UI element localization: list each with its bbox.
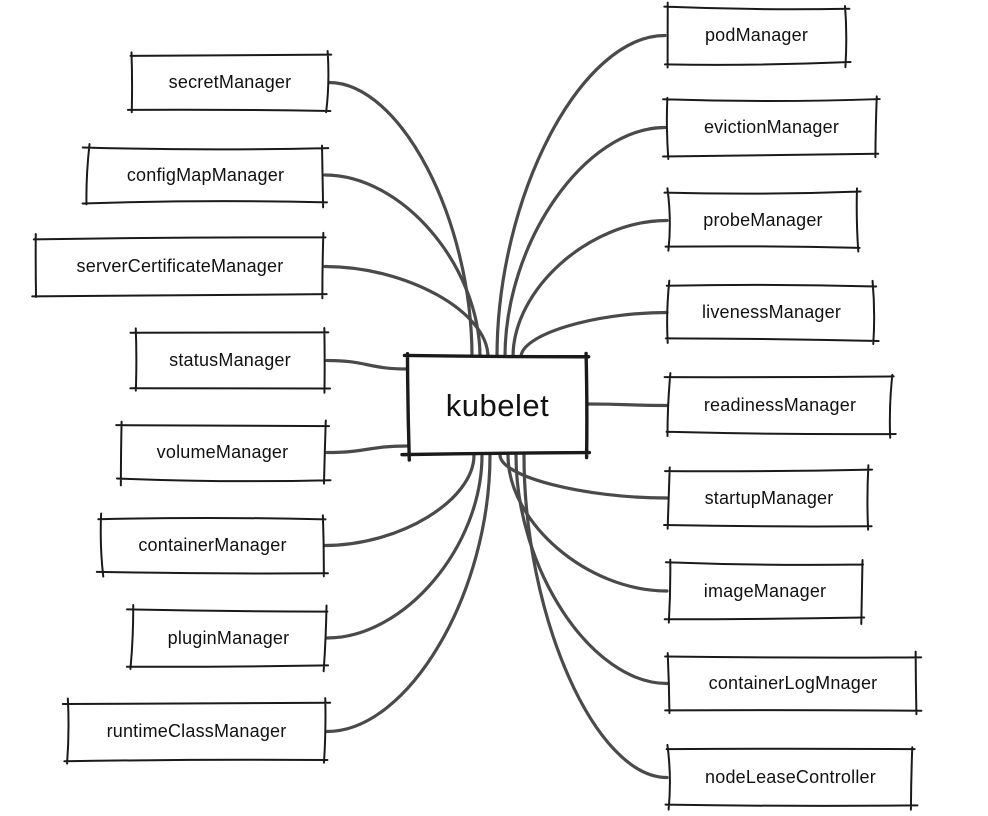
connector-line (519, 310, 669, 359)
node-label-text: runtimeClassManager (106, 721, 287, 741)
connector-line (323, 173, 482, 359)
connector-line (325, 453, 484, 640)
node-eviction-manager[interactable]: evictionManager (667, 100, 876, 155)
connector-line (327, 80, 474, 359)
node-box-fill (88, 148, 323, 202)
node-startup-manager[interactable]: startupManager (669, 470, 869, 526)
node-label-text: evictionManager (703, 117, 840, 137)
connector-line (503, 125, 667, 359)
connector-line (587, 402, 669, 408)
node-box-fill (68, 703, 325, 760)
node-plugin-manager[interactable]: pluginManager (132, 610, 325, 666)
node-box-fill (409, 357, 586, 454)
node-image-manager[interactable]: imageManager (669, 563, 861, 619)
node-box-outline (61, 697, 332, 765)
node-box-outline (662, 95, 881, 161)
node-volume-manager[interactable]: volumeManager (120, 425, 325, 480)
node-label-text: podManager (704, 25, 809, 45)
node-box-fill (669, 750, 912, 805)
node-config-map-manager[interactable]: configMapManager (88, 148, 323, 202)
node-probe-manager[interactable]: probeManager (669, 193, 857, 248)
node-box-outline (664, 743, 919, 811)
node-box-fill (135, 333, 325, 388)
node-box-outline (95, 512, 329, 578)
node-box-outline (663, 372, 897, 439)
connector-line (506, 453, 669, 593)
node-label-text: nodeLeaseController (705, 767, 876, 787)
node-box-outline (125, 604, 330, 673)
node-box-outline (663, 558, 866, 625)
node-label-text: startupManager (704, 487, 834, 508)
node-box-fill (667, 100, 876, 155)
node-box-outline (126, 49, 333, 114)
node-box-fill (667, 8, 846, 63)
node-kubelet[interactable]: kubelet (409, 357, 586, 454)
node-box-fill (120, 425, 325, 480)
node-box-fill (132, 610, 325, 666)
connector-line (325, 453, 492, 734)
node-box-outline (664, 279, 880, 346)
node-box-outline (129, 326, 331, 394)
node-box-fill (669, 656, 917, 711)
node-label-text: volumeManager (156, 442, 289, 462)
connector-line (498, 453, 669, 500)
connector-line (522, 453, 669, 780)
node-status-manager[interactable]: statusManager (135, 333, 325, 388)
node-server-certificate-manager[interactable]: serverCertificateManager (37, 238, 323, 295)
connector-line (511, 218, 669, 359)
node-box-outline (663, 1, 852, 69)
node-box-fill (669, 285, 874, 340)
node-box-outline (663, 187, 862, 253)
node-box-fill (37, 238, 323, 295)
node-box-outline (81, 143, 330, 209)
connector-line (323, 264, 490, 359)
node-label-text: probeManager (703, 210, 823, 230)
node-box-fill (102, 518, 323, 573)
node-label-text: livenessManager (701, 302, 842, 322)
node-box-fill (669, 193, 857, 248)
node-runtime-class-manager[interactable]: runtimeClassManager (68, 703, 325, 760)
node-box-fill (669, 378, 891, 433)
node-label-text: containerManager (138, 535, 287, 555)
node-pod-manager[interactable]: podManager (667, 8, 846, 63)
node-label-text: serverCertificateManager (76, 256, 284, 276)
node-label-text: pluginManager (167, 627, 290, 648)
node-label-text: imageManager (703, 580, 827, 601)
node-label-text: containerLogMnager (708, 673, 878, 693)
node-container-manager[interactable]: containerManager (102, 518, 323, 573)
node-box-fill (133, 55, 327, 110)
node-label-text: configMapManager (126, 164, 285, 185)
connector-line (325, 358, 410, 371)
node-box-fill (669, 470, 869, 526)
node-secret-manager[interactable]: secretManager (133, 55, 327, 110)
node-label-text: kubelet (445, 387, 550, 423)
node-box-fill (669, 563, 861, 619)
node-label-text: secretManager (168, 72, 292, 92)
node-label-text: statusManager (169, 350, 291, 370)
node-box-outline (663, 464, 874, 531)
node-box-outline (664, 650, 923, 716)
node-box-outline (115, 419, 332, 487)
connector-line (325, 444, 410, 455)
connector-line (323, 453, 476, 548)
node-box-outline (400, 351, 592, 462)
node-liveness-manager[interactable]: livenessManager (669, 285, 874, 340)
node-node-lease-controller[interactable]: nodeLeaseController (669, 750, 912, 805)
node-box-outline (31, 231, 328, 300)
node-container-log-mnager[interactable]: containerLogMnager (669, 656, 917, 711)
connector-line (514, 453, 669, 686)
connector-line (495, 33, 667, 359)
node-readiness-manager[interactable]: readinessManager (669, 378, 891, 433)
node-label-text: readinessManager (703, 395, 857, 415)
